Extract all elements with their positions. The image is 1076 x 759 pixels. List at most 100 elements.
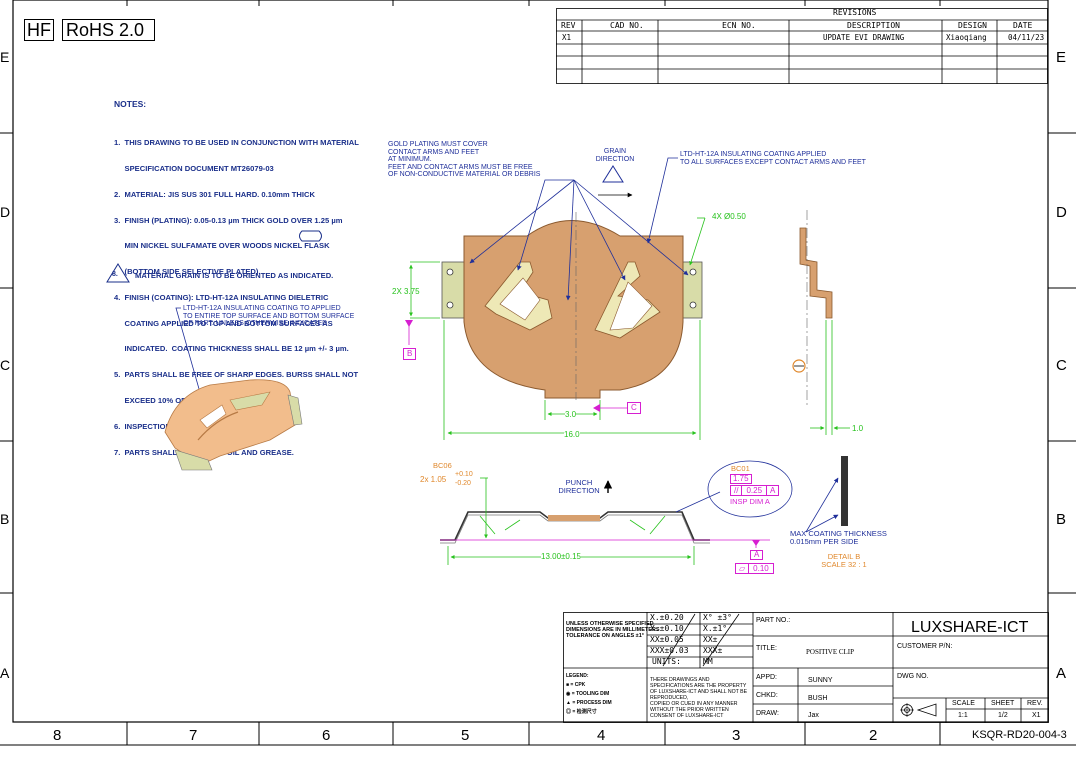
- datum-a-box: A: [750, 550, 764, 560]
- scale-label: SCALE: [952, 700, 975, 707]
- tol-x: X.±0.20: [650, 613, 684, 622]
- tol-xx: XX±0.05: [650, 635, 684, 644]
- parallelism-symbol: //: [731, 486, 743, 495]
- rev-header-date: DATE: [1013, 21, 1033, 30]
- rev-row-date: 04/11/23: [1008, 33, 1045, 42]
- dim-1-05: 2x 1.05: [420, 475, 447, 484]
- clip-side-view: [792, 210, 850, 435]
- tol-angle-xxx: XXX±: [703, 646, 723, 655]
- callout-line: GRAIN: [603, 148, 627, 155]
- grain-triangle-icon: [602, 165, 624, 183]
- inspection-oval-icon: [299, 230, 322, 242]
- note-line: 3. FINISH (PLATING): 0.05-0.13 µm THICK …: [114, 215, 343, 225]
- datum-c-box: C: [627, 402, 641, 414]
- zone-row-b-left: B: [0, 511, 10, 527]
- flatness-frame: ▱ 0.10: [735, 563, 774, 574]
- title-block-grid: [563, 612, 1049, 723]
- note-line: INDICATED. COATING THICKNESS SHALL BE 12…: [114, 344, 349, 354]
- note-line: COATING APPLIED TO TOP AND BOTTOM SURFAC…: [114, 318, 333, 328]
- note-line: 2. MATERIAL: JIS SUS 301 FULL HARD. 0.10…: [114, 189, 315, 199]
- legend-label: = TOOLING DIM: [571, 691, 610, 697]
- draw-value: Jax: [808, 712, 819, 719]
- legend: LEGEND: ■ = CPK ◉ = TOOLING DIM ▲ = PROC…: [566, 672, 612, 717]
- hole-icon: [689, 268, 697, 276]
- tol-plus: +0.10: [455, 471, 473, 478]
- chkd-label: CHKD:: [756, 692, 778, 699]
- ltd-all-surfaces-callout: LTD-HT-12A INSULATING COATING APPLIED TO…: [680, 151, 866, 166]
- rev-label: REV.: [1027, 700, 1043, 707]
- dim-16-0: 16.0: [564, 430, 580, 439]
- notice-line: COPIED OR CUED IN ANY MANNER: [650, 701, 738, 707]
- dwg-no-label: DWG NO.: [897, 673, 929, 680]
- clip-isometric-view: [164, 379, 303, 471]
- legend-item: ▲ = PROCESS DIM: [566, 699, 612, 708]
- grain-direction-label: GRAIN DIRECTION: [593, 148, 637, 163]
- zone-row-a-left: A: [0, 665, 10, 681]
- dim-1-75: 1.75: [730, 474, 752, 484]
- hole-icon: [446, 268, 454, 276]
- note-line: 5. PARTS SHALL BE FREE OF SHARP EDGES. B…: [114, 370, 359, 380]
- notice-line: OF LUXSHARE-ICT AND SHALL NOT BE: [650, 689, 748, 695]
- zone-col-2: 2: [869, 727, 878, 744]
- callout-line: FEET AND CONTACT ARMS MUST BE FREE: [388, 163, 533, 171]
- clip-profile-view: [440, 456, 848, 565]
- customer-pn-label: CUSTOMER P/N:: [897, 643, 953, 650]
- zone-col-6: 6: [322, 727, 331, 744]
- notice-line: WITHOUT THE PRIOR WRITTEN: [650, 707, 729, 713]
- max-coating-callout: MAX COATING THICKNESS 0.015mm PER SIDE: [790, 530, 887, 546]
- right-arm: [609, 281, 653, 331]
- callout-line: DIRECTION: [558, 486, 600, 495]
- note8-text: MATERIAL GRAIN IS TO BE ORIENTED AS INDI…: [135, 271, 334, 280]
- legend-item: ◎ = 检测尺寸: [566, 708, 612, 717]
- tol-minus: -0.20: [455, 480, 471, 487]
- title-value: POSITIVE CLIP: [806, 648, 855, 656]
- note-line: TOLERANCE ON ANGLES ±1°: [566, 633, 644, 639]
- detail-b-label: DETAIL B SCALE 32 : 1: [814, 553, 874, 569]
- zone-row-e-left: E: [0, 49, 10, 65]
- holes-dim: 4X Ø0.50: [712, 212, 746, 221]
- callout-line: LTD-HT-12A INSULATING COATING TO APPLIED: [183, 305, 341, 312]
- zone-col-8: 8: [53, 727, 62, 744]
- ltd-top-surface-callout: LTD-HT-12A INSULATING COATING TO APPLIED…: [183, 305, 354, 328]
- rev-row-rev: X1: [562, 33, 572, 42]
- notice-line: THERE DRAWINGS AND: [650, 677, 710, 683]
- rev-value: X1: [1032, 712, 1041, 719]
- units-value: MM: [703, 657, 713, 666]
- tol-xxx: XXX±0.03: [650, 646, 689, 655]
- zone-row-d-right: D: [1056, 204, 1067, 221]
- triangle-icon: ▲: [566, 700, 571, 706]
- notice-line: REPRODUCED,: [650, 695, 689, 701]
- callout-line: MAX COATING THICKNESS: [790, 529, 887, 538]
- tol-angle-x1: X.±1°: [703, 624, 728, 633]
- property-notice: THERE DRAWINGS AND SPECIFICATIONS ARE TH…: [650, 677, 747, 719]
- rev-header-description: DESCRIPTION: [847, 21, 900, 30]
- zone-col-7: 7: [189, 727, 198, 744]
- callout-line: SCALE 32 : 1: [821, 560, 867, 569]
- rev-header-design: DESIGN: [958, 21, 987, 30]
- callout-line: TO ALL SURFACES EXCEPT CONTACT ARMS AND …: [680, 158, 866, 166]
- revisions-title: REVISIONS: [833, 8, 877, 17]
- gold-plating-callout: GOLD PLATING MUST COVER CONTACT ARMS AND…: [388, 141, 540, 179]
- callout-line: AT MINIMUM.: [388, 156, 432, 164]
- notes-title: NOTES:: [114, 99, 147, 109]
- tol-angle-x: X° ±3°: [703, 613, 732, 622]
- units-label: UNITS:: [652, 657, 681, 666]
- hf-badge: HF: [24, 19, 54, 41]
- rev-header-rev: REV: [561, 21, 576, 30]
- legend-label: = 检测尺寸: [572, 709, 597, 715]
- gdt-value: 0.25: [742, 486, 768, 495]
- title-label: TITLE:: [756, 645, 778, 652]
- tol-x1: X.±0.10: [650, 624, 684, 633]
- dim-1-0: 1.0: [852, 424, 864, 433]
- flatness-icon: ▱: [736, 564, 750, 573]
- zone-row-b-right: B: [1056, 511, 1067, 528]
- hole-icon: [689, 301, 697, 309]
- insp-dim-label: INSP DIM A: [730, 497, 770, 506]
- part-no-label: PART NO.:: [756, 617, 791, 624]
- target-icon: ◎: [566, 709, 572, 715]
- rev-row-description: UPDATE EVI DRAWING: [823, 33, 905, 42]
- revisions-table-grid: [556, 8, 1048, 84]
- circle-icon: ◉: [566, 691, 571, 697]
- legend-title: LEGEND:: [566, 673, 589, 679]
